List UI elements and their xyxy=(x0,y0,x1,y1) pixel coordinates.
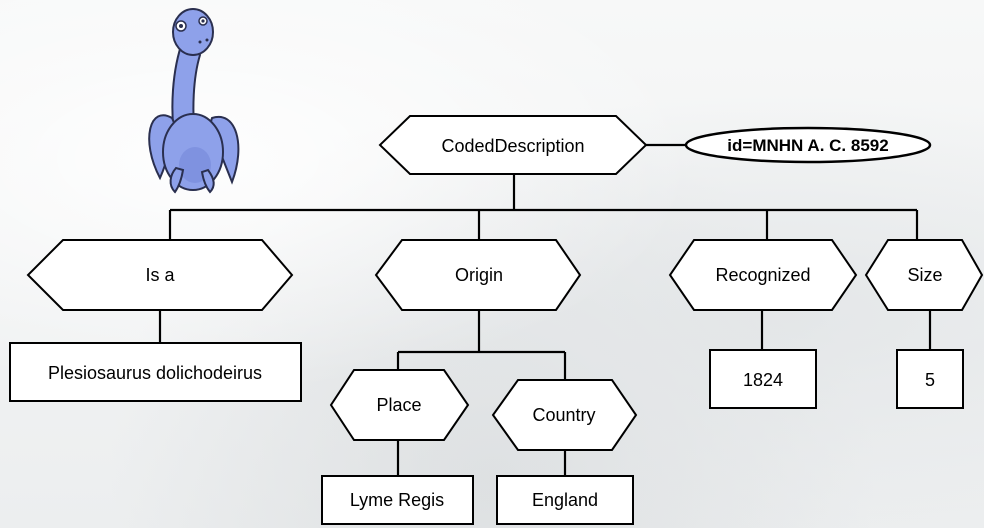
connector-lines xyxy=(158,143,932,476)
place-node-label: Place xyxy=(376,395,421,415)
size-value-box: 5 xyxy=(896,349,964,409)
country-value-label: England xyxy=(532,490,598,510)
country-node: Country xyxy=(491,379,638,451)
recognized-node-label: Recognized xyxy=(715,265,810,285)
isa-node: Is a xyxy=(26,239,294,311)
size-node: Size xyxy=(864,239,984,311)
isa-value-label: Plesiosaurus dolichodeirus xyxy=(48,363,262,383)
size-value-label: 5 xyxy=(925,370,935,390)
country-value-box: England xyxy=(496,475,634,525)
country-node-label: Country xyxy=(532,405,595,425)
plesiosaur-mascot-icon xyxy=(148,8,240,194)
place-value-label: Lyme Regis xyxy=(350,490,444,510)
recognized-value-label: 1824 xyxy=(743,370,783,390)
place-value-box: Lyme Regis xyxy=(321,475,474,525)
id-attribute-node: id=MNHN A. C. 8592 xyxy=(684,126,932,164)
isa-value-box: Plesiosaurus dolichodeirus xyxy=(9,342,302,402)
size-node-label: Size xyxy=(907,265,942,285)
root-node-label: CodedDescription xyxy=(441,136,584,156)
origin-node: Origin xyxy=(374,239,582,311)
root-node: CodedDescription xyxy=(378,115,648,175)
id-attribute-label: id=MNHN A. C. 8592 xyxy=(727,136,888,155)
recognized-node: Recognized xyxy=(668,239,858,311)
isa-node-label: Is a xyxy=(145,265,175,285)
place-node: Place xyxy=(329,369,470,441)
origin-node-label: Origin xyxy=(455,265,503,285)
recognized-value-box: 1824 xyxy=(709,349,817,409)
